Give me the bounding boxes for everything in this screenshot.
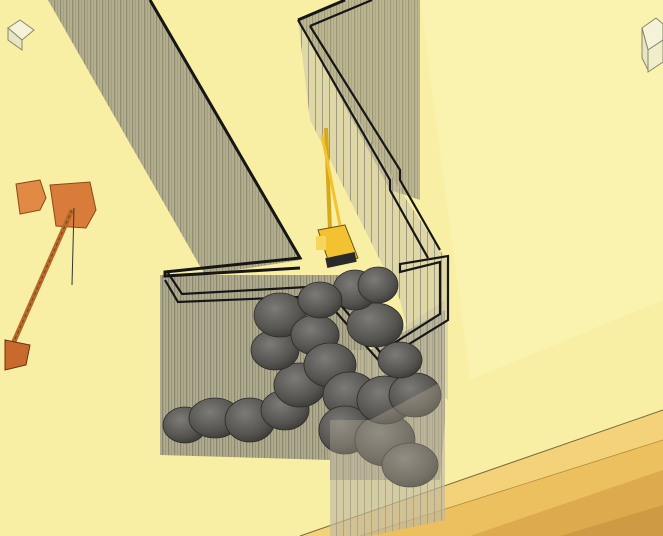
building-icon bbox=[642, 18, 663, 72]
